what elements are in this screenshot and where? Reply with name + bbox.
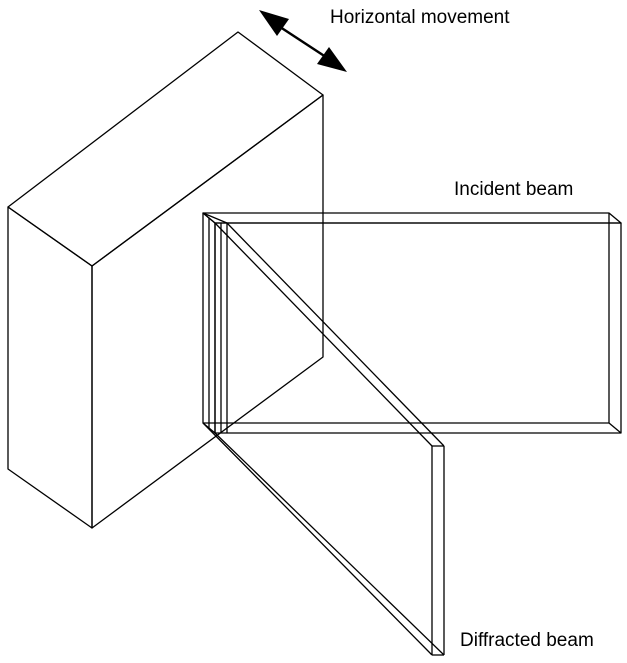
sample-block-front-face [7,206,93,529]
sample-block-side-face [91,94,324,529]
incident-beam-front-face [214,222,622,434]
horizontal-movement-label: Horizontal movement [330,7,510,28]
incident-beam-bottom-bevel [608,422,622,434]
diffracted-beam-lower-edge-1 [202,422,433,656]
entry-edge-4 [202,212,228,224]
diffracted-beam-upper-edge-1 [214,222,433,447]
incident-beam [202,212,622,434]
incident-beam-top-face [202,212,622,224]
diffracted-beam [202,222,445,656]
incident-beam-label: Incident beam [454,179,574,200]
beam-entry-edges [202,212,228,433]
sample-block [7,31,324,529]
movement-arrow-head-left [259,10,289,36]
diffracted-beam-label: Diffracted beam [460,630,594,651]
movement-arrow-shaft [273,21,333,63]
diffracted-beam-lower-edge-2 [214,432,445,656]
movement-arrow-head-right [317,47,347,72]
diffracted-beam-upper-edge-2 [226,222,445,447]
movement-arrow [259,10,347,72]
